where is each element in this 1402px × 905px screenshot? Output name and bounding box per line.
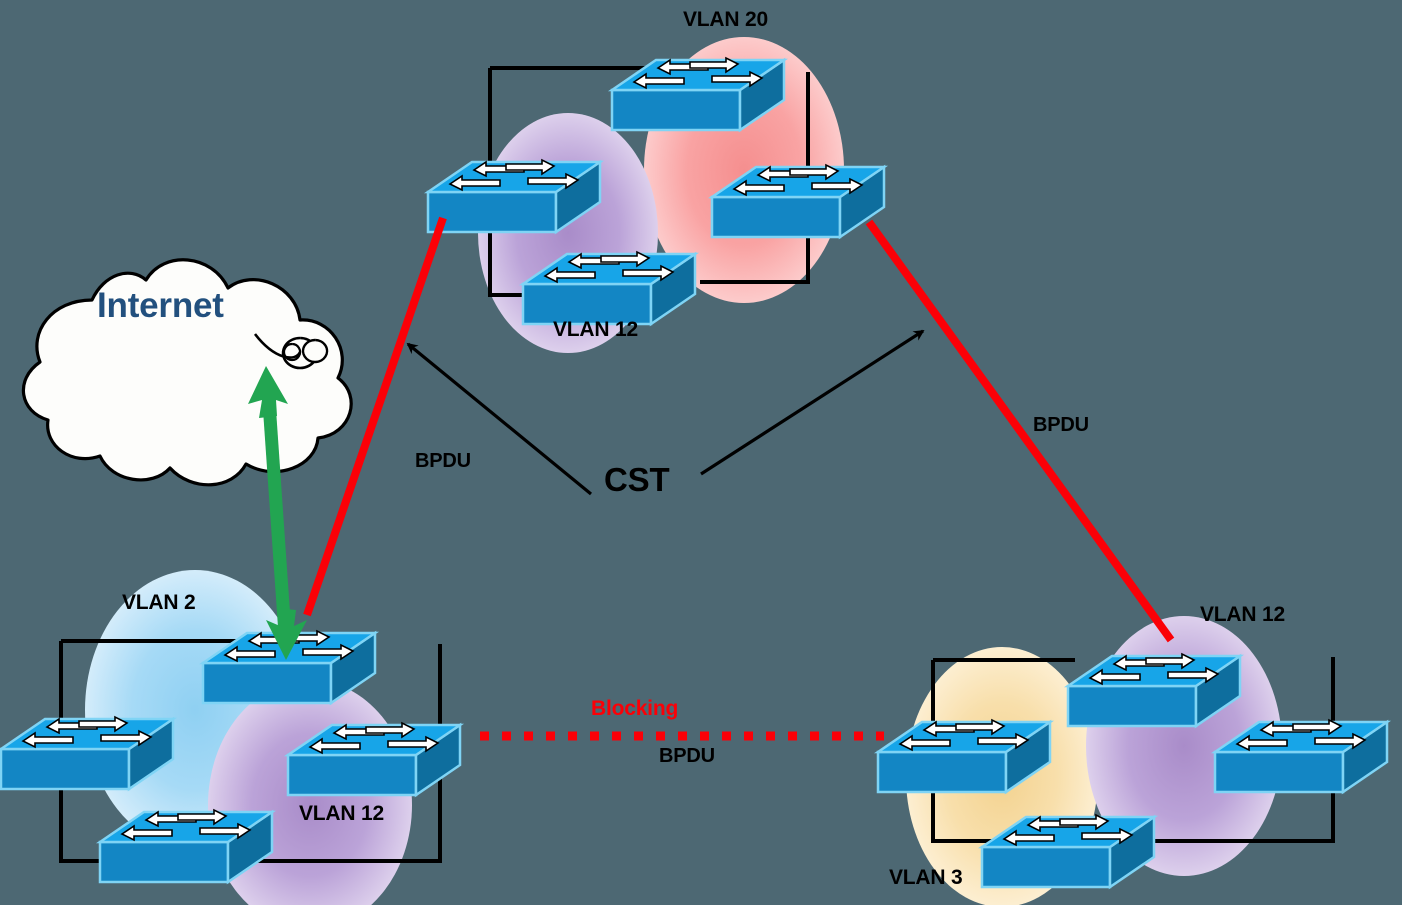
green-link-shaft	[261, 387, 292, 635]
green-arrow-head-down	[266, 608, 307, 660]
vlan-label-12-top: VLAN 12	[553, 318, 638, 341]
cst-arrow-to-left-uplink	[406, 342, 593, 496]
green-arrow-head-up	[248, 366, 288, 418]
internet-label: Internet	[97, 286, 224, 325]
bpdu-label-right: BPDU	[1033, 414, 1089, 436]
red-uplink-right[interactable]	[865, 219, 1175, 643]
blocking-label: Blocking	[591, 697, 679, 720]
red-uplink-left[interactable]	[303, 216, 447, 617]
bpdu-label-left: BPDU	[415, 450, 471, 472]
link-top-ring-right	[700, 72, 810, 284]
vlan-label-3: VLAN 3	[889, 866, 963, 889]
vlan-label-12-bottom-left: VLAN 12	[299, 802, 384, 825]
cst-arrow-to-right-uplink	[700, 329, 925, 476]
link-bl-ring-right	[265, 644, 442, 863]
cloud-tail-curve	[253, 333, 302, 359]
vlan-label-12-bottom-right: VLAN 12	[1200, 603, 1285, 626]
bpdu-label-center: BPDU	[659, 745, 715, 767]
link-br-ring-right	[1110, 657, 1335, 843]
cloud-bubble-medium	[301, 338, 329, 364]
green-internet-link[interactable]	[248, 366, 307, 660]
vlan-label-20: VLAN 20	[683, 8, 768, 31]
cst-label: CST	[604, 461, 670, 498]
vlan-label-2: VLAN 2	[122, 591, 196, 614]
